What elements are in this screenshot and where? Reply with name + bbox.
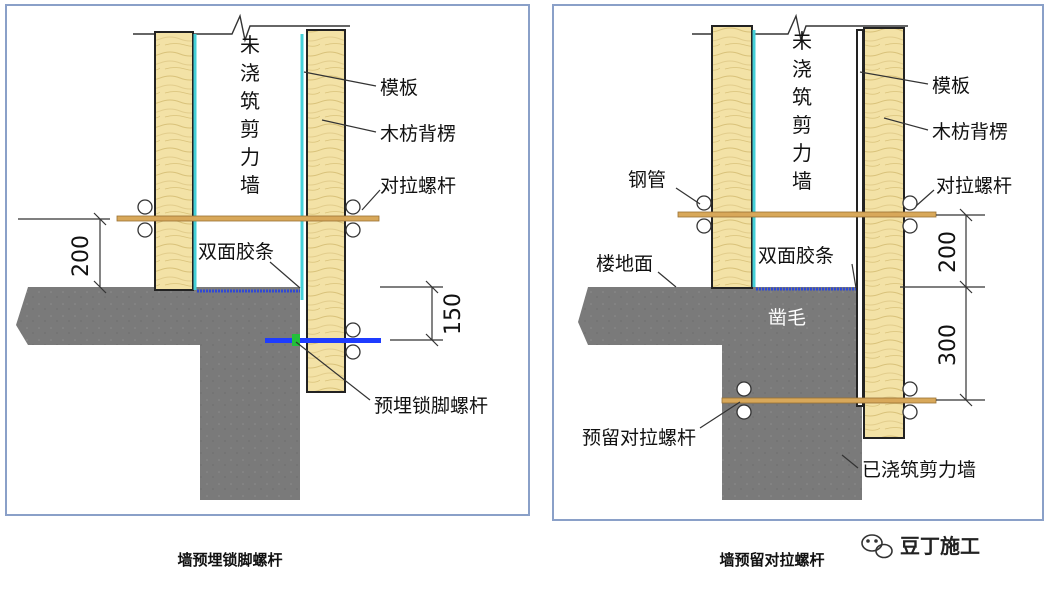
right-tie-bolt-nut-right [902, 195, 918, 234]
svg-text:筑: 筑 [240, 89, 260, 113]
right-label-steel-pipe: 钢管 [628, 169, 666, 191]
svg-text:剪: 剪 [240, 117, 260, 141]
left-dimension-200 [18, 212, 110, 294]
svg-text:未: 未 [792, 29, 812, 53]
left-concrete-slab [16, 287, 300, 500]
left-dim-150-text: 150 [441, 293, 466, 335]
left-dim-200-text: 200 [69, 235, 94, 277]
left-leader-lines [269, 71, 381, 401]
left-embedded-bolt [265, 338, 381, 343]
right-reserved-bolt [721, 397, 937, 404]
right-concrete-slab [578, 287, 862, 500]
right-label-reserved-bolt: 预留对拉螺杆 [582, 427, 696, 449]
watermark: 豆丁施工 [861, 534, 980, 559]
left-wall-label: 未 浇 筑 剪 力 墙 [240, 33, 260, 197]
right-label-chiseling: 凿毛 [768, 307, 806, 329]
left-label-formwork: 模板 [380, 77, 418, 99]
left-label-wood-batten: 木枋背楞 [380, 123, 456, 145]
right-panel: 200 300 未 浇 筑 剪 力 墙 模板 木枋背楞 对拉螺杆 钢管 楼地面 … [552, 4, 1044, 569]
left-caption: 墙预埋锁脚螺杆 [177, 551, 282, 569]
left-break-line [133, 13, 350, 43]
right-wall-label: 未 浇 筑 剪 力 墙 [792, 29, 812, 193]
left-panel: 200 150 未 浇 筑 剪 力 墙 模板 木枋背楞 对 [5, 4, 530, 569]
right-dim-300-text: 300 [936, 324, 961, 366]
svg-text:力: 力 [240, 145, 260, 169]
left-embedded-bolt-nut [345, 322, 361, 360]
watermark-text: 豆丁施工 [900, 534, 980, 558]
left-tie-bolt-nut-right [345, 199, 361, 238]
left-label-double-tape: 双面胶条 [198, 241, 274, 263]
svg-text:浇: 浇 [240, 61, 260, 85]
right-caption: 墙预留对拉螺杆 [719, 551, 824, 569]
right-tie-bolt-nut-left [696, 195, 712, 234]
right-formwork-panel [856, 29, 864, 407]
svg-text:墙: 墙 [792, 169, 812, 193]
left-label-embedded-bolt: 预埋锁脚螺杆 [374, 395, 488, 417]
right-reserved-bolt-nut-left [736, 381, 752, 420]
svg-text:力: 力 [792, 141, 812, 165]
left-dimension-150 [380, 280, 443, 347]
right-dimension-lines [900, 208, 985, 407]
svg-text:筑: 筑 [792, 85, 812, 109]
right-reserved-bolt-nut-right [902, 381, 918, 420]
left-wood-batten-right [306, 29, 346, 393]
left-wood-batten-left [154, 31, 194, 291]
svg-text:未: 未 [240, 33, 260, 57]
wechat-icon [861, 534, 893, 559]
right-label-formwork: 模板 [932, 75, 970, 97]
right-wood-batten-left [711, 25, 753, 289]
right-label-tie-bolt: 对拉螺杆 [936, 175, 1012, 197]
right-tie-bolt [677, 211, 937, 218]
svg-text:浇: 浇 [792, 57, 812, 81]
right-label-wood-batten: 木枋背楞 [932, 121, 1008, 143]
left-tie-bolt-nut-left [137, 199, 153, 238]
right-label-double-tape: 双面胶条 [758, 245, 834, 267]
right-label-floor: 楼地面 [596, 253, 653, 275]
svg-text:剪: 剪 [792, 113, 812, 137]
right-label-poured-wall: 已浇筑剪力墙 [862, 459, 976, 481]
left-tie-bolt [116, 215, 380, 222]
right-break-line [692, 13, 908, 43]
left-embedded-bolt-anchor [292, 334, 300, 346]
right-wood-batten-right [863, 27, 905, 439]
right-dim-200-text: 200 [936, 231, 961, 273]
left-label-tie-bolt: 对拉螺杆 [380, 175, 456, 197]
right-leader-lines [657, 71, 935, 469]
svg-text:墙: 墙 [240, 173, 260, 197]
